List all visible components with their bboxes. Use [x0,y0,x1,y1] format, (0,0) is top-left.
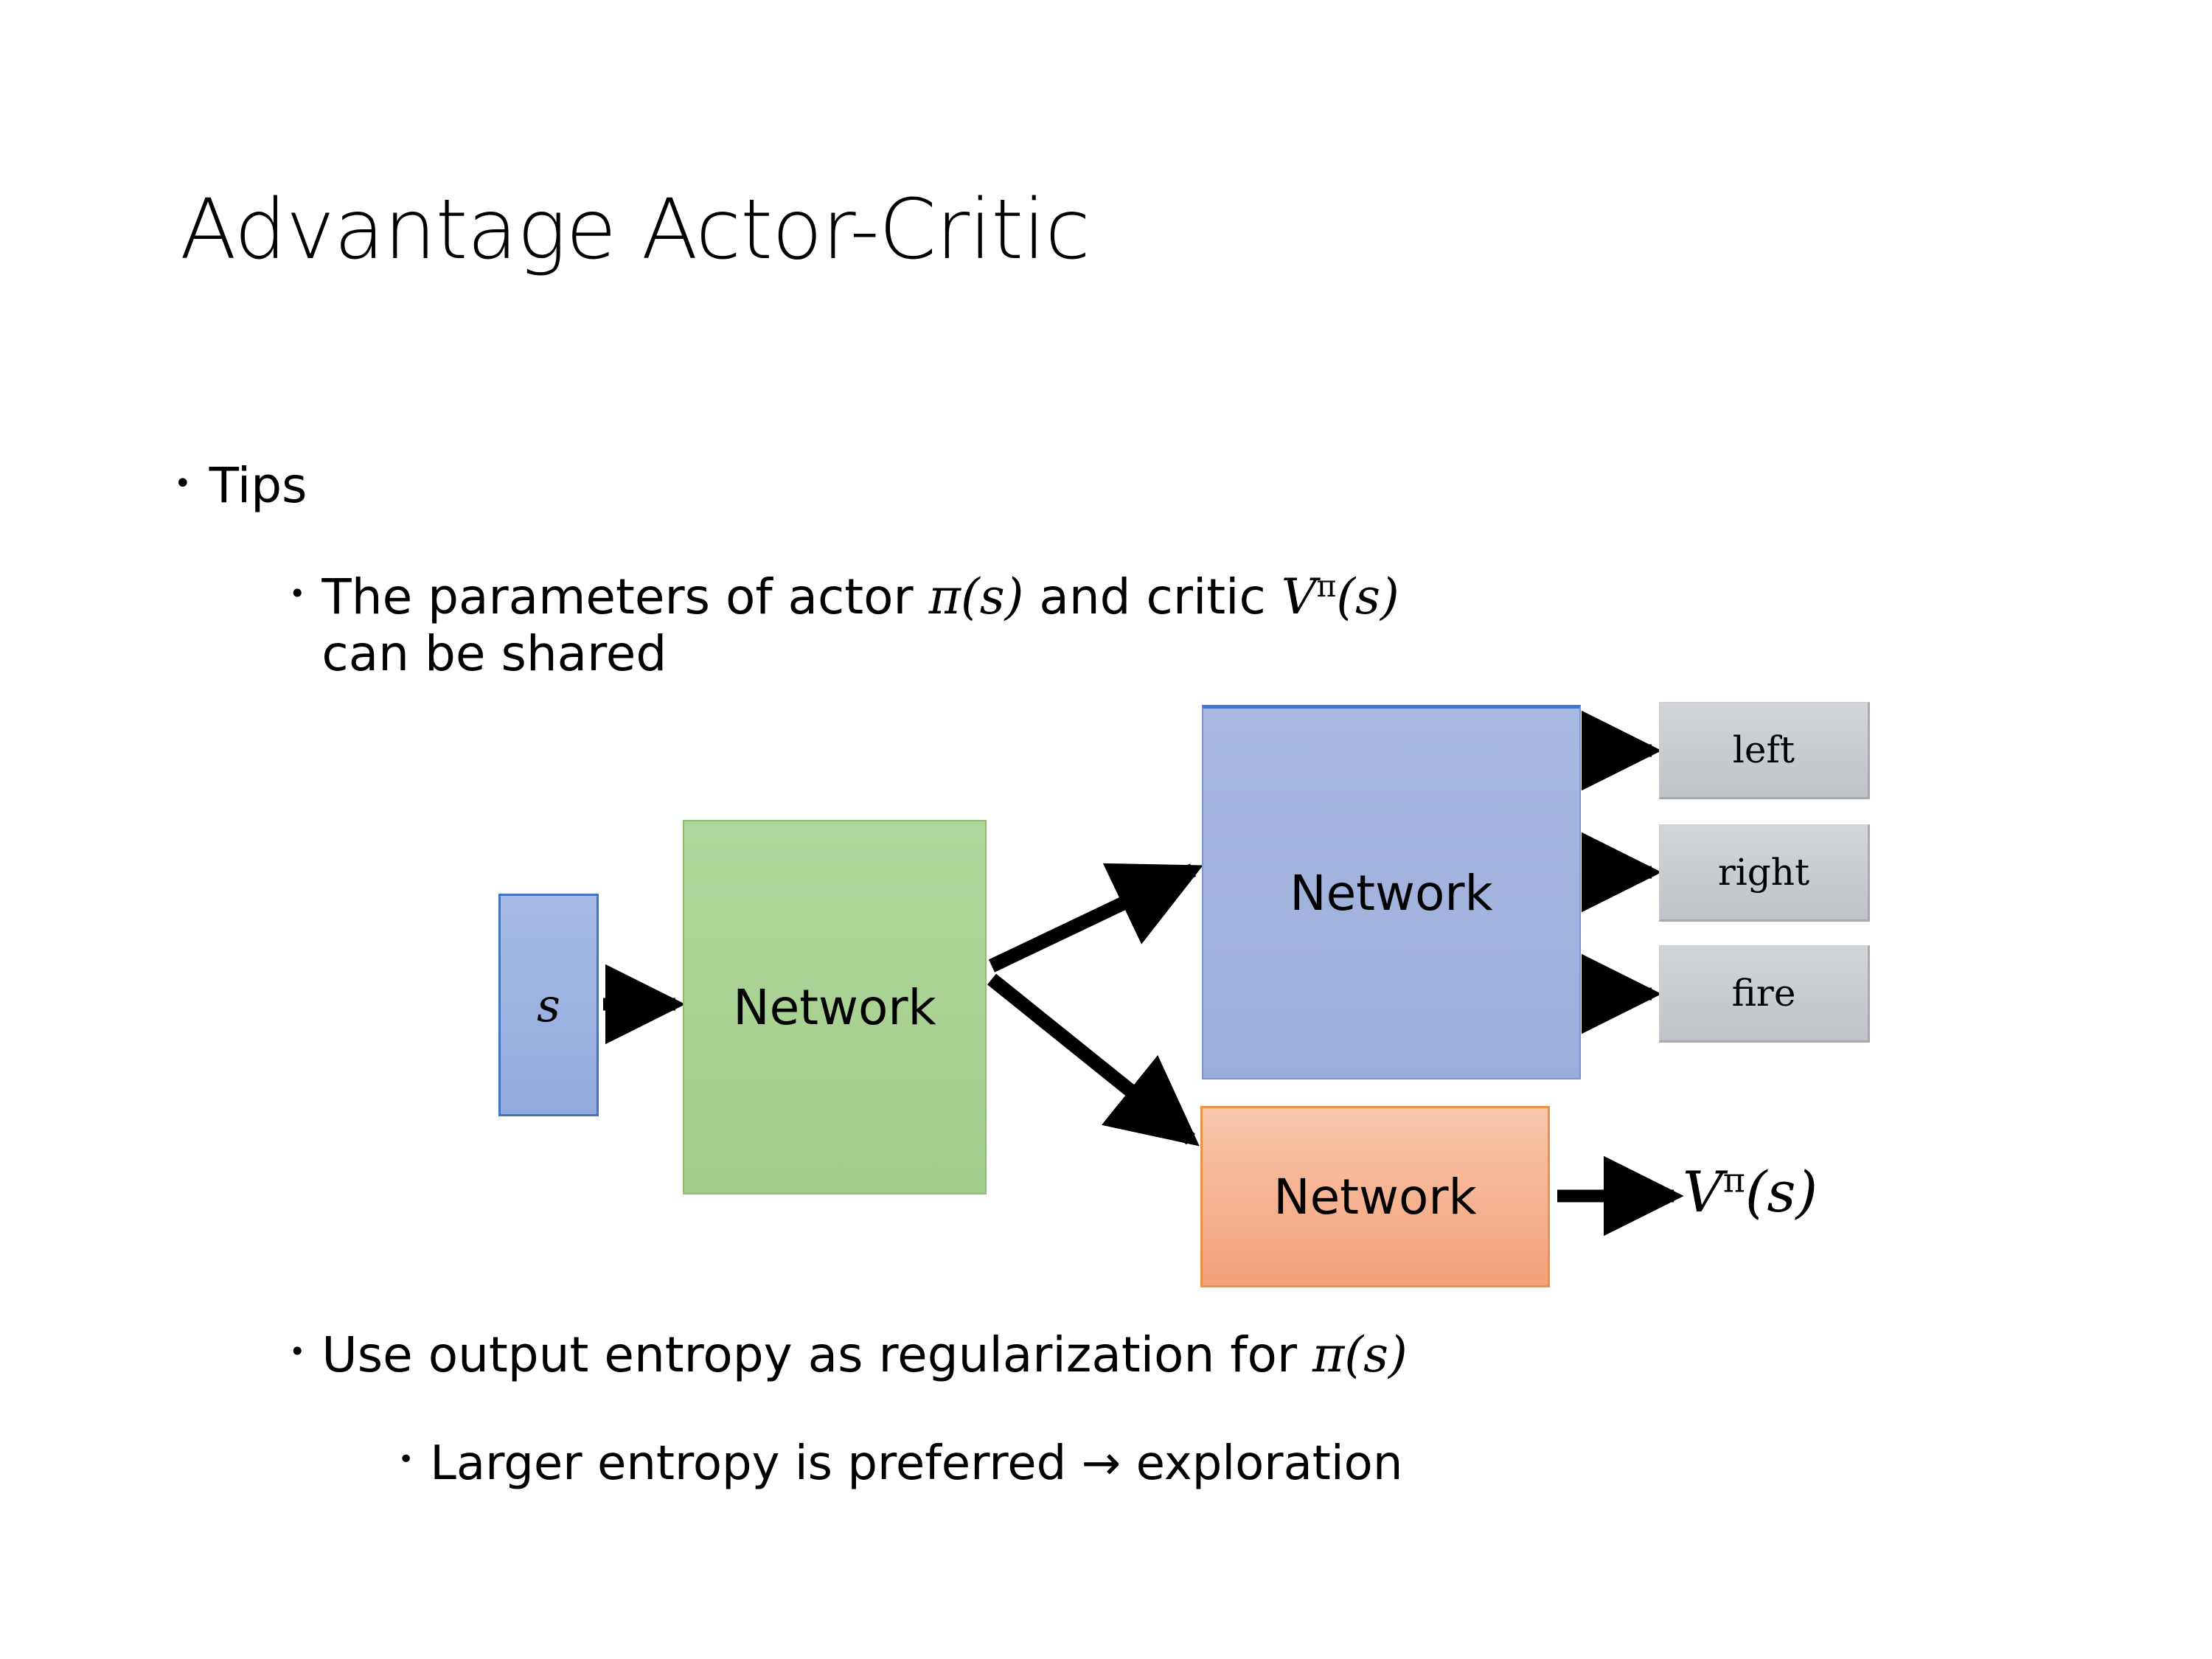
text-mid: and critic [1023,568,1281,625]
bullet-exploration-label: Larger entropy is preferred → exploratio… [430,1436,1403,1491]
text-line2: can be shared [321,625,667,682]
diagram-action-box-left[interactable]: left [1659,702,1870,799]
diagram-action-box-fire[interactable]: fire [1659,945,1870,1043]
diagram-action-label-left: left [1732,728,1795,771]
diagram-action-box-right[interactable]: right [1659,824,1870,922]
bullet-marker-icon: • [289,577,306,610]
text-pre: The parameters of actor [321,568,929,625]
math-v-superscript: π [1316,568,1337,604]
bullet-marker-icon: • [398,1444,414,1475]
critic-output-arg: (s) [1745,1159,1818,1225]
bullet-shared-parameters: • The parameters of actor π(s) and criti… [289,568,1955,682]
math-pi-s: π(s) [1312,1326,1408,1383]
diagram-input-state-label: s [537,978,560,1032]
diagram-actor-network-label: Network [1290,865,1493,922]
bullet-tips: • Tips [174,459,307,513]
bullet-marker-icon: • [289,1335,306,1368]
math-v-base: V [1281,568,1317,625]
bullet-entropy-regularization: • Use output entropy as regularization f… [289,1326,1985,1384]
diagram-action-label-right: right [1717,851,1810,894]
math-v-arg: (s) [1336,568,1399,625]
bullet-entropy-regularization-text: Use output entropy as regularization for… [321,1326,1408,1384]
bullet-exploration: • Larger entropy is preferred → explorat… [398,1436,2020,1491]
diagram-shared-network-box[interactable]: Network [683,820,987,1194]
page-title: Advantage Actor-Critic [180,182,1091,278]
diagram-critic-network-label: Network [1273,1168,1477,1225]
diagram-actor-network-box[interactable]: Network [1202,705,1581,1079]
text-pre: Use output entropy as regularization for [321,1326,1312,1383]
bullet-shared-parameters-text: The parameters of actor π(s) and critic … [321,568,1399,682]
diagram-critic-network-box[interactable]: Network [1200,1106,1550,1287]
bullet-tips-label: Tips [209,457,307,514]
critic-output-base: V [1683,1159,1723,1225]
math-pi-s: π(s) [928,568,1024,625]
diagram-action-label-fire: fire [1731,972,1796,1015]
diagram-shared-network-label: Network [733,978,936,1036]
critic-output-superscript: π [1722,1161,1745,1200]
bullet-marker-icon: • [174,467,192,501]
diagram-critic-output-value: Vπ(s) [1683,1159,1818,1225]
diagram-input-state-box[interactable]: s [498,894,599,1116]
